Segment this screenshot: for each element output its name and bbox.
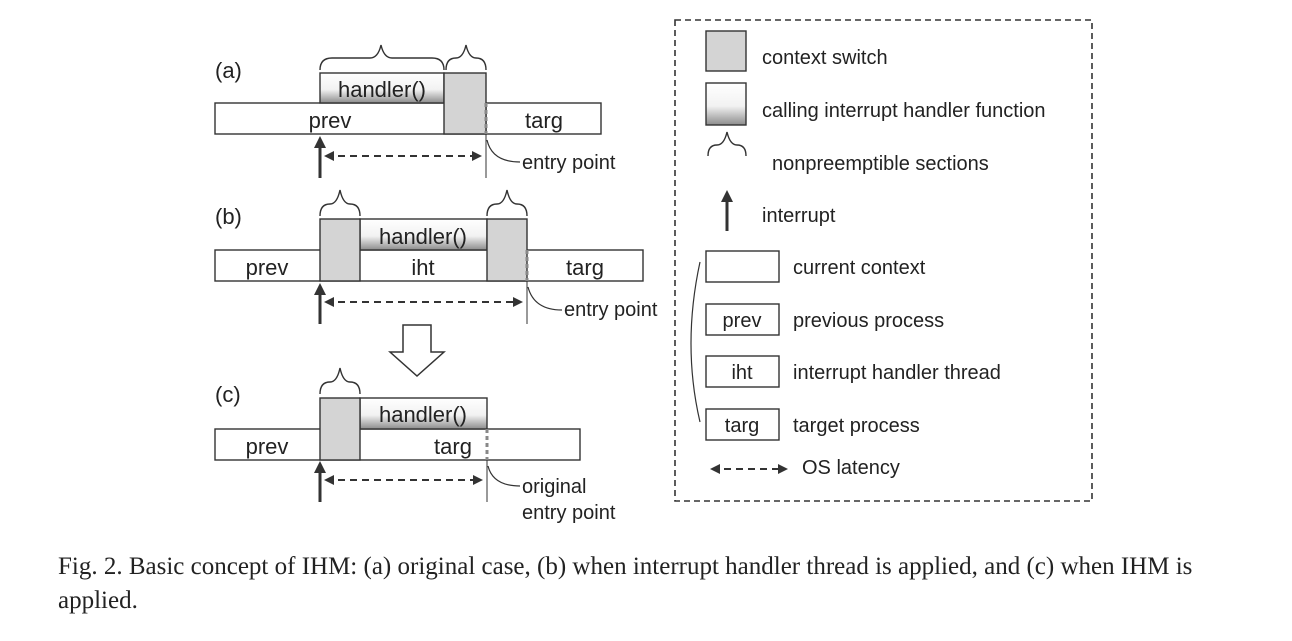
legend-os-latency: OS latency <box>802 457 900 479</box>
entry-point-c-line2: entry point <box>522 502 616 524</box>
figure-caption: Fig. 2. Basic concept of IHM: (a) origin… <box>58 553 1193 614</box>
context-switch-c <box>319 397 361 461</box>
handler-label-a: handler() <box>338 77 426 102</box>
legend-handler-swatch <box>705 82 747 126</box>
legend-targ-box-label: targ <box>725 415 759 437</box>
legend-border <box>674 19 1093 502</box>
handler-box-c <box>359 397 488 430</box>
interrupt-arrow-a <box>314 136 326 148</box>
context-switch-b2 <box>486 218 528 282</box>
legend-prev-box-label: prev <box>723 310 762 332</box>
legend-prev-box <box>705 303 780 336</box>
prev-bar-c <box>214 428 581 461</box>
legend-prev-label: previous process <box>793 310 944 332</box>
legend-iht-box-label: iht <box>731 362 753 384</box>
handler-label-b: handler() <box>379 224 467 249</box>
legend-targ-label: target process <box>793 415 920 437</box>
nonpreemptible-brace-a1 <box>319 44 445 71</box>
diagram-b: (b) handler() prev iht targ entry point <box>214 189 658 324</box>
diagram-c: (c) handler() prev targ original entry p… <box>214 367 616 524</box>
interrupt-arrow-b <box>314 283 326 295</box>
legend-iht-label: interrupt handler thread <box>793 362 1001 384</box>
diagram-a-tag: (a) <box>215 58 242 83</box>
legend-context-switch-swatch <box>705 30 747 72</box>
legend-current-context: current context <box>793 257 926 279</box>
entry-point-a: entry point <box>522 152 616 174</box>
legend-brace-icon <box>707 131 747 157</box>
entry-point-b: entry point <box>564 299 658 321</box>
prev-label-b: prev <box>246 255 289 280</box>
targ-label-c: targ <box>434 434 472 459</box>
legend-context-switch: context switch <box>762 47 888 69</box>
legend-calling-handler: calling interrupt handler function <box>762 100 1046 122</box>
prev-label-c: prev <box>246 434 289 459</box>
legend-group-curve <box>690 261 701 423</box>
diagram-a: (a) handler() prev targ entry point <box>214 44 616 178</box>
interrupt-arrow-c <box>314 461 326 473</box>
legend-targ-box <box>705 408 780 441</box>
handler-box-a <box>319 72 445 104</box>
prev-bar-a <box>214 102 602 135</box>
prev-label-a: prev <box>309 108 352 133</box>
targ-label-b: targ <box>566 255 604 280</box>
legend-iht-box <box>705 355 780 388</box>
nonpreemptible-brace-a2 <box>445 44 487 71</box>
context-switch-b1 <box>319 218 361 282</box>
diagram-b-tag: (b) <box>215 204 242 229</box>
targ-label-a: targ <box>525 108 563 133</box>
down-arrow-icon <box>388 324 446 378</box>
legend-nonpreemptible: nonpreemptible sections <box>772 153 989 175</box>
nonpreemptible-brace-b2 <box>486 189 528 217</box>
diagram-c-tag: (c) <box>215 382 241 407</box>
context-switch-a <box>443 72 487 135</box>
entry-point-c-line1: original <box>522 476 586 498</box>
nonpreemptible-brace-b1 <box>319 189 361 217</box>
handler-label-c: handler() <box>379 402 467 427</box>
iht-label-b: iht <box>411 255 434 280</box>
legend-interrupt-arrow-icon <box>721 190 733 202</box>
nonpreemptible-brace-c <box>319 367 361 395</box>
legend-current-context-swatch <box>705 250 780 283</box>
legend: context switch calling interrupt handler… <box>674 19 1093 502</box>
legend-interrupt: interrupt <box>762 205 836 227</box>
